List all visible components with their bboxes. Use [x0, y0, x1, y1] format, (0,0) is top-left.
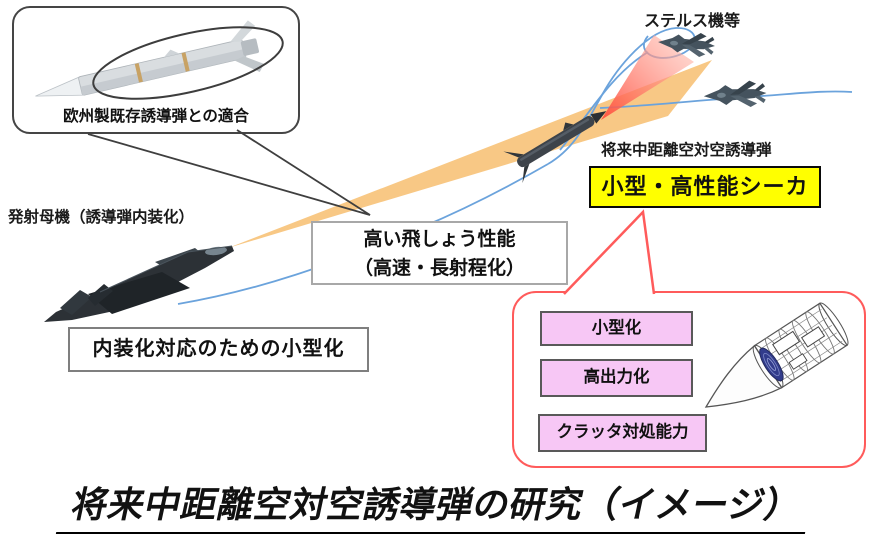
- euro-callout-tail: [87, 129, 371, 216]
- seeker-callout-tail: [563, 209, 656, 295]
- diagram-title: 将来中距離空対空誘導弾の研究（イメージ）: [0, 476, 874, 534]
- flight-performance-line2: （高速・長射程化）: [353, 257, 525, 279]
- stealth-aircraft-label: ステルス機等: [644, 13, 741, 30]
- annotation-ellipse: [92, 26, 284, 100]
- euro-missile-callout: 欧州製既存誘導弾との適合: [12, 6, 300, 134]
- euro-missile-image: [35, 20, 284, 100]
- future-missile-label: 将来中距離空対空誘導弾: [601, 142, 772, 159]
- feature-box-high-output: 高出力化: [540, 359, 693, 397]
- euro-callout-label: 欧州製既存誘導弾との適合: [63, 108, 249, 125]
- flight-performance-box: 高い飛しょう性能 （高速・長射程化）: [311, 221, 568, 285]
- internal-miniaturization-box: 内装化対応のための小型化: [68, 327, 369, 372]
- stealth-jet-2: [703, 79, 768, 110]
- diagram-title-text: 将来中距離空対空誘導弾の研究（イメージ）: [56, 476, 818, 534]
- red-seeker-cone: [601, 35, 694, 120]
- stealth-jet-1: [657, 30, 716, 58]
- feature-box-clutter: クラッタ対処能力: [538, 414, 707, 452]
- seeker-cutaway-image: [704, 302, 849, 408]
- seeker-highlight-box: 小型・高性能シーカ: [589, 166, 821, 208]
- feature-box-miniaturization: 小型化: [540, 311, 693, 346]
- flight-performance-line1: 高い飛しょう性能: [363, 229, 516, 250]
- f35-aircraft-image: [44, 245, 234, 322]
- launch-aircraft-label: 発射母機（誘導弾内装化）: [8, 209, 195, 226]
- seeker-callout: 小型化 高出力化 クラッタ対処能力: [512, 291, 866, 468]
